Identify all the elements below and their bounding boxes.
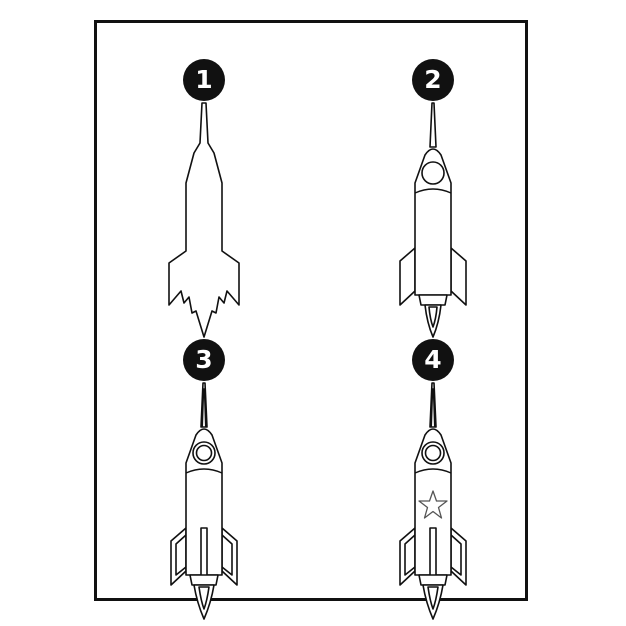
rocket-nose-needle — [429, 102, 437, 148]
star-icon — [418, 490, 448, 519]
rocket-outline-icon — [170, 382, 238, 620]
step-1-badge: 1 — [183, 59, 225, 101]
rocket-outline-icon — [399, 382, 467, 620]
rocket-silhouette — [168, 102, 240, 338]
rocket-nozzle — [418, 574, 448, 586]
exhaust-flame-inner — [428, 306, 438, 328]
rocket-window-icon — [421, 161, 445, 185]
rocket-outline-icon — [399, 102, 467, 338]
step-3: 3 — [124, 323, 284, 620]
step-2-badge: 2 — [412, 59, 454, 101]
step-2: 2 — [353, 43, 513, 338]
rocket-window-inner — [195, 444, 213, 462]
step-4: 4 — [353, 323, 513, 620]
rocket-fin-left — [399, 247, 416, 306]
rocket-nozzle — [189, 574, 219, 586]
drawing-frame: 1 2 3 — [94, 20, 528, 620]
step-3-badge: 3 — [183, 339, 225, 381]
exhaust-flame-inner — [198, 586, 210, 610]
rocket-nozzle — [418, 294, 448, 306]
step-4-badge: 4 — [412, 339, 454, 381]
rocket-window-inner — [424, 444, 442, 462]
step-1: 1 — [124, 43, 284, 338]
rocket-fin-right — [450, 247, 467, 306]
exhaust-flame-inner — [427, 586, 439, 610]
rocket-outline-icon — [168, 102, 240, 338]
